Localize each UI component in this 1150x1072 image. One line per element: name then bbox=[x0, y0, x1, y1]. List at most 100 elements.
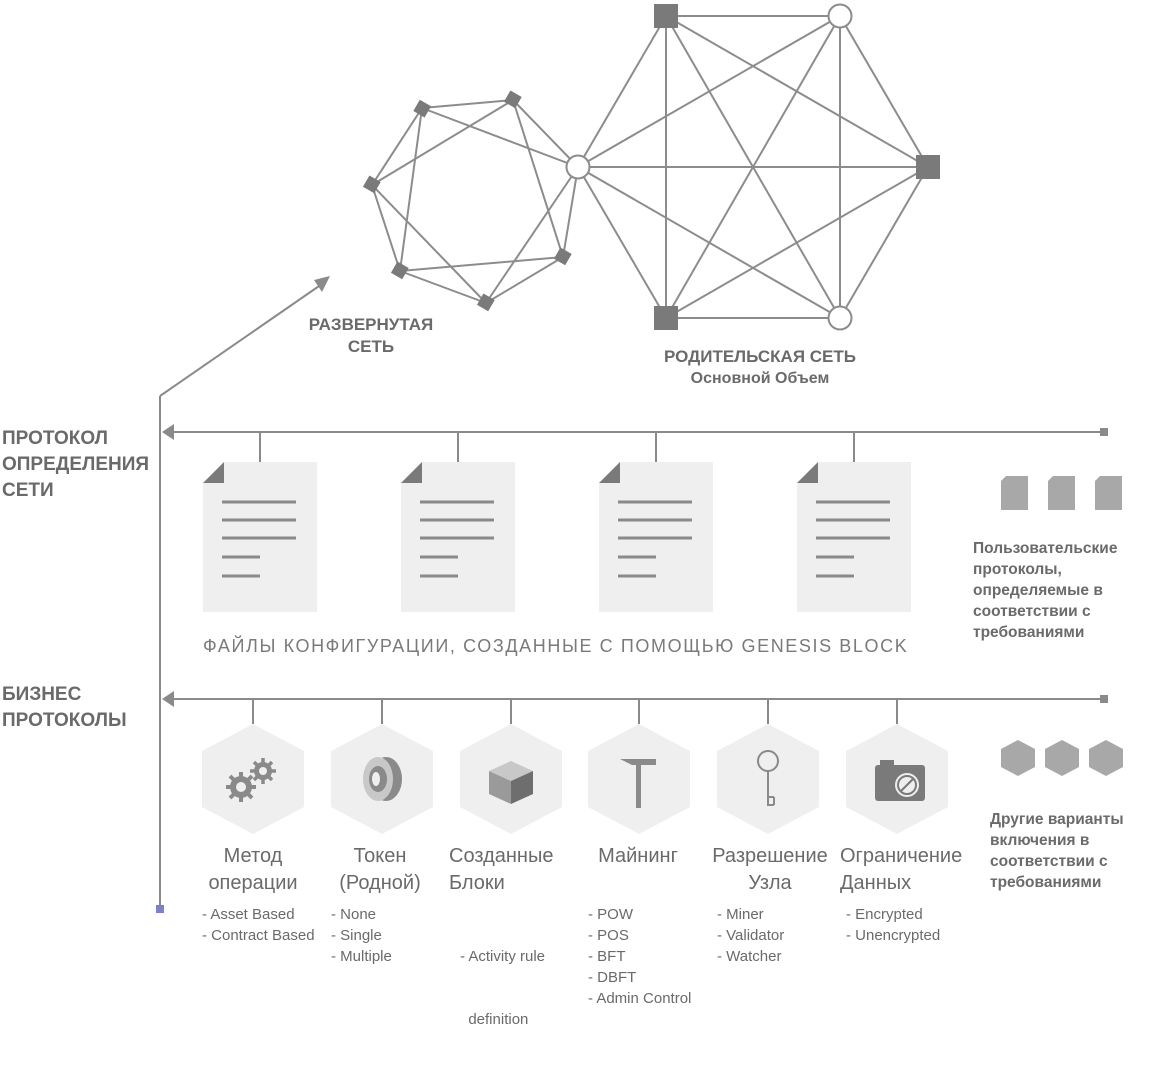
note-line: соответствии с bbox=[973, 603, 1091, 620]
bp-option: - Watcher bbox=[717, 948, 782, 965]
protocol-section-title: ПРОТОКОЛ ОПРЕДЕЛЕНИЯ СЕТИ bbox=[2, 426, 149, 504]
bp-option: - BFT bbox=[588, 948, 626, 965]
custom-protocols-note: Пользовательские протоколы, определяемые… bbox=[973, 538, 1117, 643]
bp-option: - Activity rule bbox=[460, 948, 546, 965]
parent-network bbox=[577, 15, 929, 319]
bp-option: - Miner bbox=[717, 906, 764, 923]
parent-label-subtitle: Основной Объем bbox=[690, 370, 830, 387]
bp-title-line: Токен bbox=[353, 845, 407, 867]
diagram-canvas: РАЗВЕРНУТАЯ СЕТЬ РОДИТЕЛЬСКАЯ СЕТЬ Основ… bbox=[2, 3, 1124, 1028]
bp-title-line: Майнинг bbox=[598, 845, 678, 867]
bp-option: - Contract Based bbox=[202, 927, 315, 944]
deployed-label-line: РАЗВЕРНУТАЯ bbox=[308, 315, 434, 334]
token-icon bbox=[363, 757, 402, 801]
bp-title-created-blocks: Созданные Блоки bbox=[449, 843, 553, 897]
node-square bbox=[654, 4, 678, 28]
bp-option: definition bbox=[460, 1011, 529, 1028]
section-title-line: ПРОТОКОЛЫ bbox=[2, 710, 127, 731]
bp-options-data-restriction: - Encrypted - Unencrypted bbox=[846, 904, 940, 946]
node-diamond bbox=[503, 90, 522, 109]
arrow-head-up bbox=[314, 276, 330, 292]
small-hex-icons bbox=[1001, 740, 1123, 776]
node-square bbox=[654, 306, 678, 330]
parent-network-label: РОДИТЕЛЬСКАЯ СЕТЬ Основной Объем bbox=[640, 346, 880, 390]
bp-title-line: Данных bbox=[840, 872, 912, 894]
other-options-note: Другие варианты включения в соответствии… bbox=[990, 809, 1124, 893]
bp-option: - None bbox=[331, 906, 377, 923]
bp-option: - POS bbox=[588, 927, 629, 944]
bp-option: - Validator bbox=[717, 927, 785, 944]
node-circle bbox=[565, 154, 591, 180]
hex-panels bbox=[202, 724, 948, 834]
deployed-network-label: РАЗВЕРНУТАЯ СЕТЬ bbox=[296, 314, 446, 358]
bp-options-mining: - POW - POS - BFT - DBFT - Admin Control bbox=[588, 904, 691, 1009]
node-diamond bbox=[553, 247, 572, 266]
business-row-line bbox=[162, 691, 1108, 724]
bp-option: - POW bbox=[588, 906, 633, 923]
node-circle bbox=[827, 3, 853, 29]
bp-title-line: Ограничение bbox=[840, 845, 963, 867]
business-section-title: БИЗНЕС ПРОТОКОЛЫ bbox=[2, 682, 127, 734]
note-line: Пользовательские bbox=[973, 540, 1118, 557]
document-icon bbox=[401, 462, 515, 612]
cube-icon bbox=[489, 761, 533, 804]
bp-title-node-permission: Разрешение Узла bbox=[703, 843, 837, 897]
bp-title-mining: Майнинг bbox=[583, 843, 693, 870]
bp-options-operation-method: - Asset Based - Contract Based bbox=[202, 904, 315, 946]
bp-option: - Single bbox=[331, 927, 382, 944]
bp-title-line: Разрешение bbox=[712, 845, 828, 867]
note-line: требованиями bbox=[990, 874, 1102, 891]
bp-title-line: Созданные bbox=[449, 845, 554, 867]
deployed-label-line: СЕТЬ bbox=[347, 337, 395, 356]
key-icon bbox=[757, 750, 779, 806]
diagram-graphics bbox=[156, 3, 1123, 913]
bp-title-line: Метод bbox=[223, 845, 283, 867]
protocol-row-line bbox=[162, 424, 1108, 462]
node-diamond bbox=[390, 261, 409, 280]
camera-off-icon bbox=[875, 760, 925, 801]
note-line: соответствии с bbox=[990, 853, 1108, 870]
bp-title-line: операции bbox=[208, 872, 298, 894]
bp-title-line: (Родной) bbox=[339, 872, 421, 894]
bp-title-operation-method: Метод операции bbox=[193, 843, 313, 897]
note-line: Другие варианты bbox=[990, 811, 1124, 828]
section-title-line: ПРОТОКОЛ bbox=[2, 428, 109, 449]
note-line: протоколы, bbox=[973, 561, 1062, 578]
node-diamond bbox=[413, 99, 432, 118]
document-icon bbox=[203, 462, 317, 612]
bp-option: - Unencrypted bbox=[846, 927, 941, 944]
bp-options-token: - None - Single - Multiple bbox=[331, 904, 392, 967]
bp-option: - Multiple bbox=[331, 948, 392, 965]
node-diamond bbox=[362, 175, 381, 194]
document-icon bbox=[797, 462, 911, 612]
network-nodes bbox=[362, 3, 940, 331]
gears-icon bbox=[226, 758, 276, 802]
hammer-icon bbox=[620, 759, 656, 808]
document-icon bbox=[599, 462, 713, 612]
deployed-network bbox=[371, 99, 579, 304]
section-title-line: БИЗНЕС bbox=[2, 684, 82, 705]
node-square bbox=[916, 155, 940, 179]
bp-option: - Encrypted bbox=[846, 906, 923, 923]
parent-label-title: РОДИТЕЛЬСКАЯ СЕТЬ bbox=[664, 347, 856, 366]
note-line: требованиями bbox=[973, 624, 1085, 641]
section-title-line: СЕТИ bbox=[2, 480, 54, 501]
main-axis bbox=[159, 283, 323, 908]
bp-option: - Admin Control bbox=[588, 990, 692, 1007]
genesis-banner: ФАЙЛЫ КОНФИГУРАЦИИ, СОЗДАННЫЕ С ПОМОЩЬЮ … bbox=[203, 636, 909, 656]
axis-end-dot bbox=[156, 905, 164, 913]
note-line: включения в bbox=[990, 832, 1090, 849]
note-line: определяемые в bbox=[973, 582, 1103, 599]
bp-title-line: Блоки bbox=[449, 872, 505, 894]
bp-options-created-blocks: - Activity rule definition bbox=[460, 904, 545, 1072]
section-title-line: ОПРЕДЕЛЕНИЯ bbox=[2, 454, 150, 475]
bp-option: - DBFT bbox=[588, 969, 637, 986]
small-document-icons bbox=[1001, 476, 1122, 510]
bp-option: - Asset Based bbox=[202, 906, 295, 923]
bp-title-data-restriction: Ограничение Данных bbox=[840, 843, 962, 897]
bp-title-line: Узла bbox=[748, 872, 792, 894]
bp-title-token: Токен (Родной) bbox=[320, 843, 440, 897]
node-circle bbox=[827, 305, 853, 331]
node-diamond bbox=[476, 293, 495, 312]
bp-options-node-permission: - Miner - Validator - Watcher bbox=[717, 904, 784, 967]
